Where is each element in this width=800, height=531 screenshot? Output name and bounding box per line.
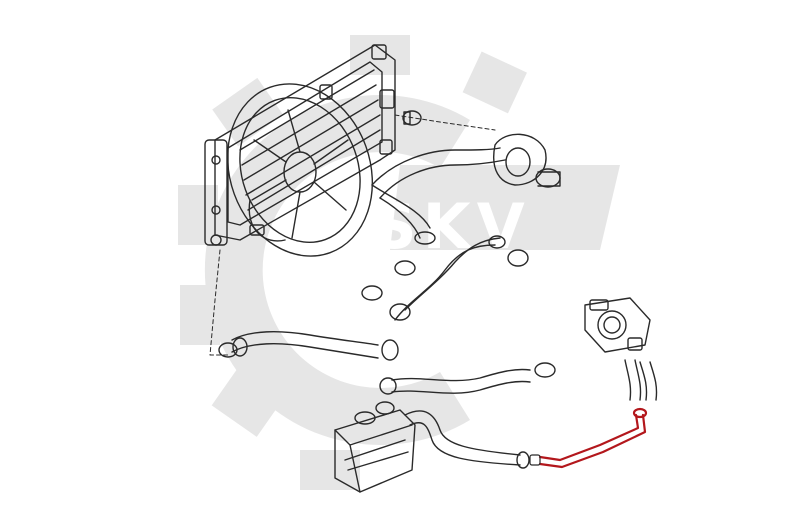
expansion-tank-cap xyxy=(354,411,376,425)
hose-clamp-top xyxy=(402,110,422,126)
throttle-coolant-pipes xyxy=(624,359,658,401)
expansion-tank xyxy=(334,401,416,493)
pipe-end-fitting xyxy=(529,454,541,466)
radiator-core xyxy=(227,61,383,226)
line-art xyxy=(204,44,658,493)
watermark-text: SKV xyxy=(372,190,531,263)
watermark-band xyxy=(390,165,620,250)
highlighted-coolant-pipe xyxy=(538,407,648,469)
bypass-hose xyxy=(218,331,399,361)
radiator-assembly xyxy=(204,44,396,246)
upper-radiator-hose xyxy=(371,147,506,245)
tank-outlet-hose xyxy=(404,410,530,469)
lower-radiator-hose xyxy=(361,235,529,321)
connecting-hose xyxy=(379,362,556,395)
gear-ring xyxy=(204,94,470,445)
thermostat-elbow xyxy=(493,133,561,188)
throttle-body xyxy=(584,297,651,353)
cooling-fan xyxy=(226,83,374,257)
watermark-gear-logo xyxy=(178,35,620,490)
fan-shroud xyxy=(226,83,374,257)
